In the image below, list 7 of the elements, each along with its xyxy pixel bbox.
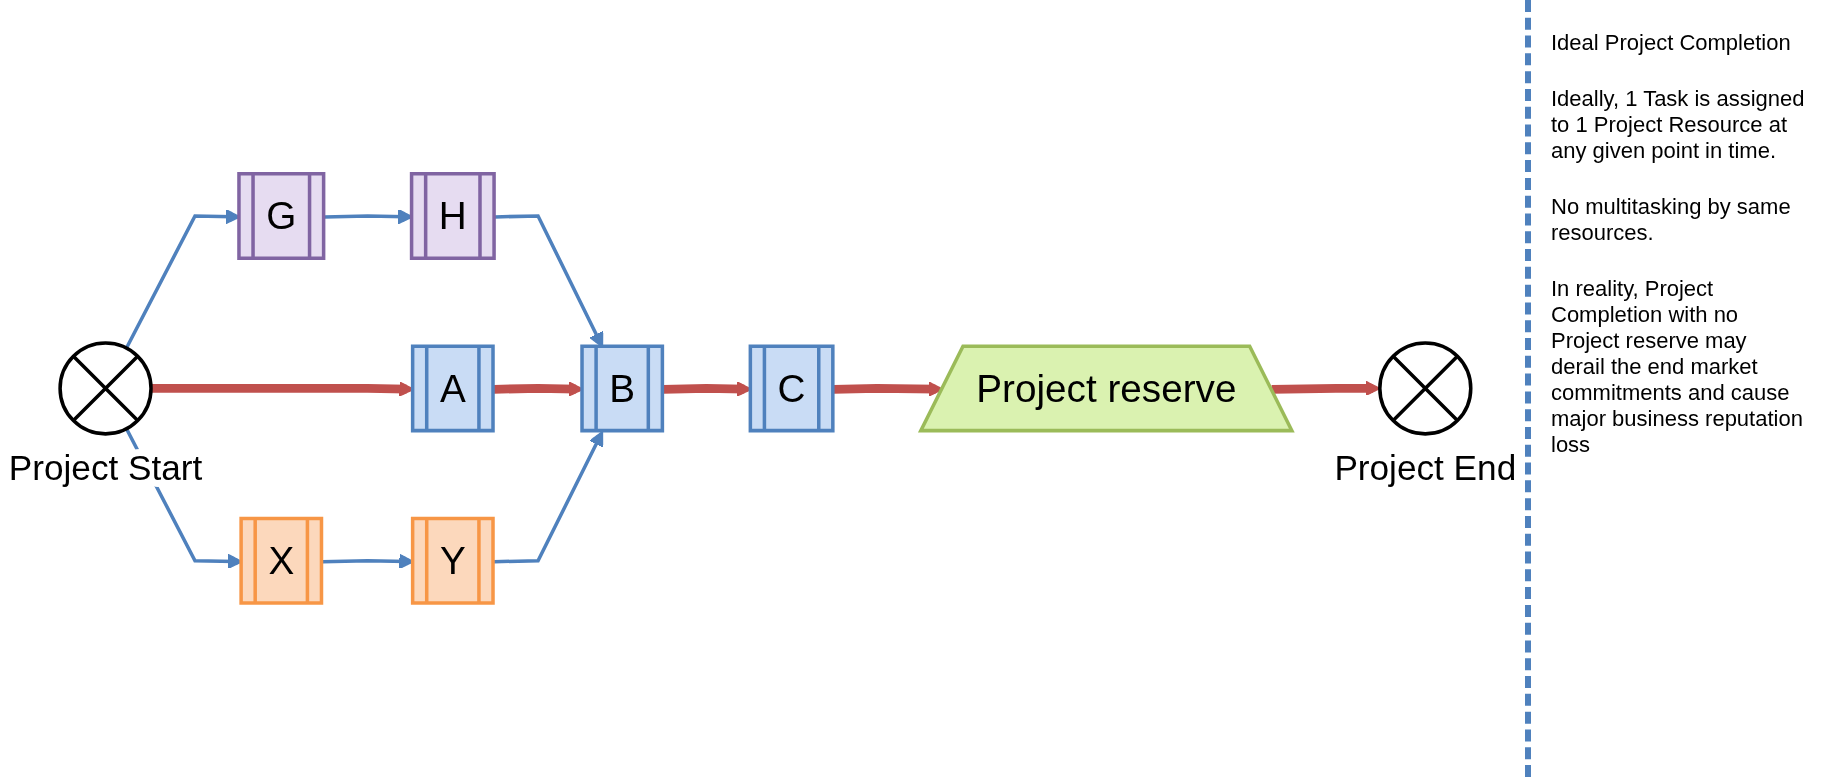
note-text: No multitasking by same resources. xyxy=(1551,194,1792,246)
node-caption: Project End xyxy=(1334,447,1517,487)
node-circle xyxy=(58,341,153,436)
node-circle xyxy=(1378,341,1473,436)
note-text: Ideally, 1 Task is assigned to 1 Project Resource at any given point in time. xyxy=(1551,86,1805,164)
note-text: In reality, Project Completion with no Project reserve may derail the end market commitments and cause major business reputation loss xyxy=(1551,276,1804,458)
note-text: Ideal Project Completion xyxy=(1551,30,1792,56)
